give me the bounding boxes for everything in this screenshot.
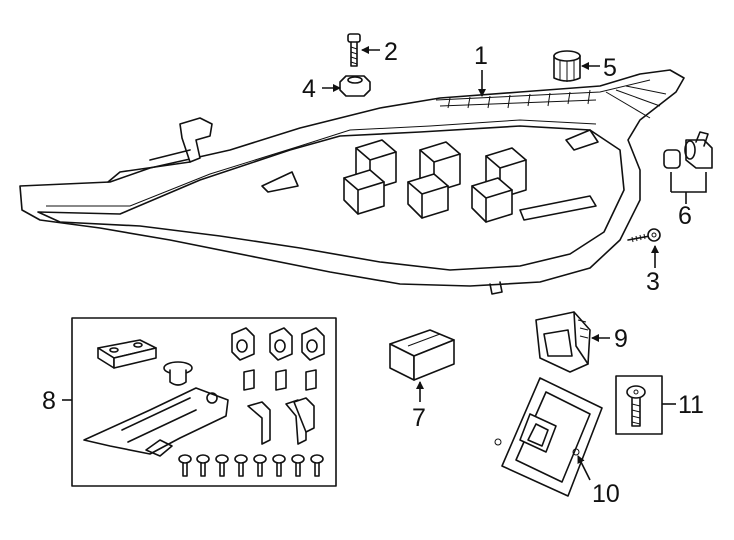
nut xyxy=(339,75,371,97)
screw xyxy=(627,228,661,243)
callout-8: 8 xyxy=(42,387,56,415)
callout-10: 10 xyxy=(592,480,620,508)
callout-3: 3 xyxy=(646,268,660,296)
repair-kit xyxy=(71,317,337,487)
leader-10 xyxy=(577,455,591,481)
screw-small xyxy=(615,375,663,435)
kit-screws xyxy=(178,454,324,477)
callout-11: 11 xyxy=(678,391,704,419)
callout-7: 7 xyxy=(412,404,426,432)
module xyxy=(389,329,455,381)
callout-2: 2 xyxy=(384,38,398,66)
leader-lines xyxy=(62,46,707,481)
bolt xyxy=(347,33,361,67)
leader-6 xyxy=(670,172,707,193)
bulb-and-socket xyxy=(663,131,713,169)
cap xyxy=(553,50,581,82)
callout-9: 9 xyxy=(614,325,628,353)
callout-4: 4 xyxy=(302,75,316,103)
callout-numbers: 1 2 3 4 5 6 7 8 9 10 11 xyxy=(42,38,704,508)
callout-5: 5 xyxy=(603,54,617,82)
headlamp-assembly xyxy=(19,69,685,295)
control-module xyxy=(494,377,603,497)
callout-6: 6 xyxy=(678,202,692,230)
led-reflectors xyxy=(343,139,527,223)
callout-1: 1 xyxy=(474,42,488,70)
led-module xyxy=(535,311,591,373)
